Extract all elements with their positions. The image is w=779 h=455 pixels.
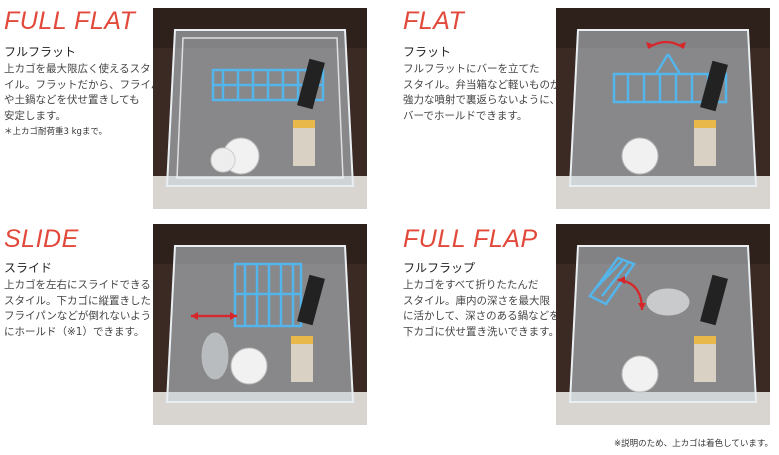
mode-subtitle: フラット — [403, 45, 452, 59]
full-flap-photo — [556, 224, 770, 425]
mode-title: FULL FLAT — [4, 7, 136, 35]
mode-description: 上カゴを左右にスライドできる スタイル。下カゴに縦置きした フライパンなどが倒れ… — [4, 279, 152, 338]
flat-photo — [556, 8, 770, 209]
load-capacity-note: ＊上カゴ耐荷重3 kgまで。 — [4, 127, 108, 137]
mode-subtitle: スライド — [4, 261, 53, 275]
full-flat-photo — [153, 8, 367, 209]
coloring-footnote: ※説明のため、上カゴは着色しています。 — [613, 439, 773, 449]
mode-description: 上カゴをすべて折りたたんだ スタイル。庫内の深さを最大限 に活かして、深さのある… — [403, 279, 560, 338]
mode-title: FLAT — [403, 7, 465, 35]
mode-title: SLIDE — [4, 225, 79, 253]
slide-photo — [153, 224, 367, 425]
mode-subtitle: フルフラップ — [403, 261, 476, 275]
mode-subtitle: フルフラット — [4, 45, 77, 59]
mode-description: 上カゴを最大限広く使えるスタ イル。フラットだから、フライパン や土鍋などを伏せ… — [4, 63, 173, 122]
mode-description: フルフラットにバーを立てた スタイル。弁当箱など軽いものが 強力な噴射で裏返らな… — [403, 63, 561, 122]
mode-title: FULL FLAP — [403, 225, 538, 253]
